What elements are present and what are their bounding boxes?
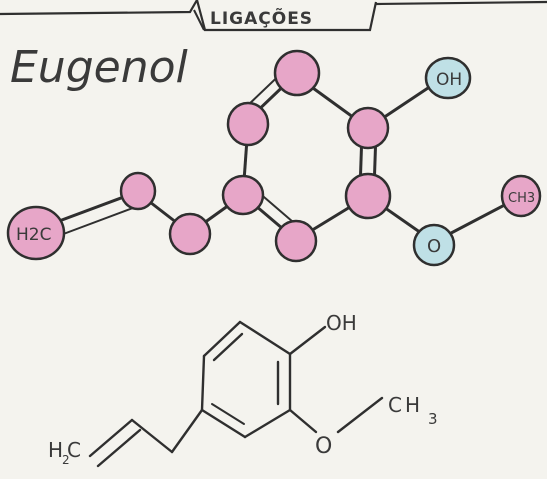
header-tab: LIGAÇÕES: [0, 0, 547, 32]
allyl-double-bond: [96, 428, 142, 468]
structure-vinyl-c-label: C: [67, 438, 81, 462]
ring-bond: [243, 408, 292, 439]
carbon-atom: [221, 174, 265, 216]
allyl-double-bond: [88, 418, 134, 458]
ring-bond: [211, 403, 245, 425]
allyl-bond: [170, 408, 204, 454]
structure-hydroxyl-label: OH: [326, 311, 357, 335]
page-title: Eugenol: [10, 42, 188, 93]
ring-bond: [238, 320, 292, 356]
structure-vinyl-sub-label: 2: [62, 453, 70, 467]
ring-bond: [202, 320, 242, 358]
allyl-bond: [130, 418, 174, 454]
structure-vinyl-h-label: H: [48, 438, 63, 462]
skeletal-structure: [88, 320, 384, 468]
carbon-atom: [344, 172, 392, 220]
methyl-atom: [500, 174, 542, 218]
structure-methyl-c-label: CH: [388, 393, 423, 417]
structure-labels: OH O CH 3 H 2 C: [48, 311, 438, 467]
header-tab-label: LIGAÇÕES: [210, 6, 313, 29]
structure-oxygen-label: O: [315, 434, 332, 459]
atom-labels: OH O CH3 H2C: [16, 70, 535, 257]
atoms: [6, 49, 542, 267]
ring-bond: [200, 408, 247, 439]
methyl-label: CH3: [508, 191, 535, 206]
ether-bond: [288, 408, 318, 434]
ring-bond: [212, 332, 244, 362]
hydroxyl-atom: [424, 56, 472, 100]
vinyl-atom: [6, 205, 66, 261]
methyl-bond: [336, 396, 384, 434]
hydroxyl-bond: [288, 325, 327, 356]
carbon-atom: [273, 49, 321, 97]
oxygen-atom: [412, 223, 456, 267]
carbon-atom: [274, 219, 318, 263]
vinyl-label: H2C: [16, 225, 51, 245]
ring-bond: [200, 354, 206, 412]
hydroxyl-label: OH: [436, 70, 462, 90]
carbon-atom: [168, 212, 212, 256]
structure-methyl-sub-label: 3: [428, 410, 438, 428]
carbon-atom: [226, 101, 270, 147]
carbon-atom: [346, 106, 390, 150]
carbon-atom: [119, 171, 157, 211]
oxygen-label: O: [427, 236, 441, 257]
